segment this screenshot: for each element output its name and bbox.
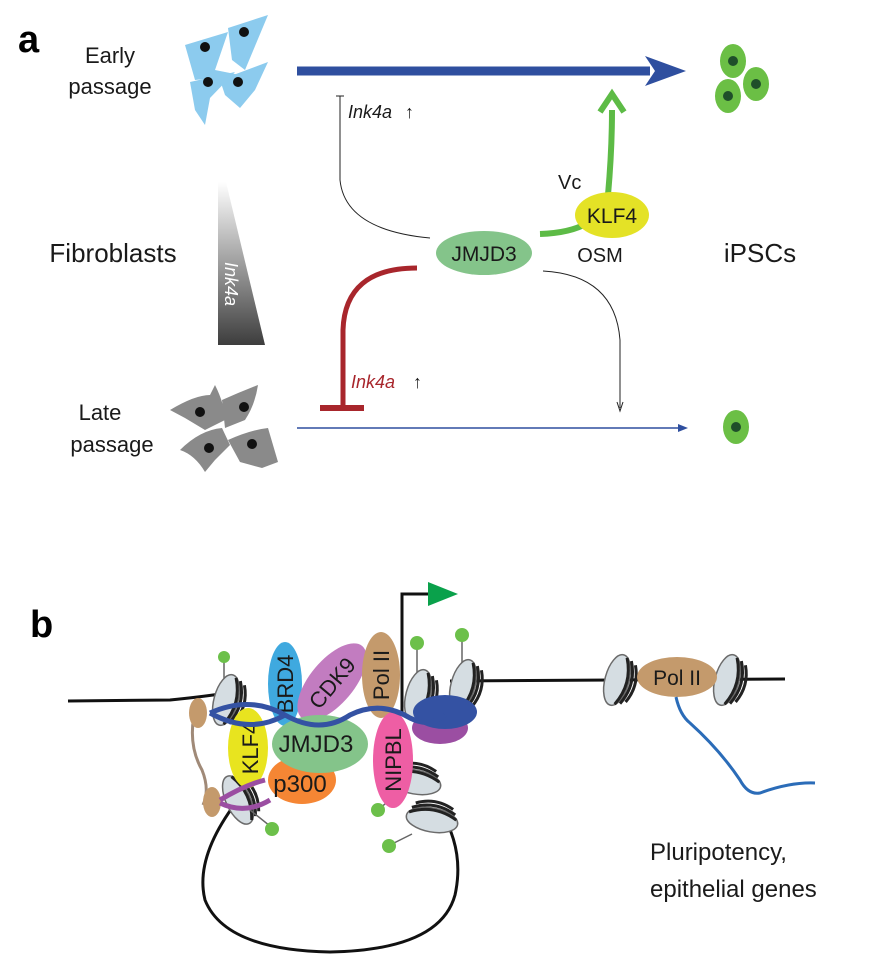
tss-line (400, 592, 430, 715)
panel-b-letter: b (30, 604, 53, 646)
nucleosome-icon (382, 795, 463, 853)
nucleosome-icon (443, 628, 490, 717)
late-passage-label-line2: passage (70, 432, 153, 457)
late-passage-cells-icon (170, 385, 278, 472)
late-passage-label-line1: Late (79, 400, 122, 425)
late-arrow-tip (616, 401, 624, 413)
ink4a-red-label: Ink4a (351, 372, 395, 392)
ipsc-cluster-icon (715, 44, 769, 113)
klf4-arrow-head (597, 88, 627, 114)
nascent-rna-transcript (674, 696, 816, 795)
early-passage-cells-icon (185, 15, 268, 125)
jmjd3-node (436, 231, 532, 275)
fibroblasts-label: Fibroblasts (49, 238, 176, 268)
anchor-protein-top (189, 698, 207, 728)
early-passage-label-line1: Early (85, 43, 135, 68)
purple-link-bottom (218, 797, 272, 811)
nucleosome-icon (398, 636, 445, 727)
klf4-protein (228, 708, 268, 788)
nucleosome-icon (214, 767, 279, 836)
klf4-label: KLF4 (587, 205, 638, 228)
jmjd3-protein-label: JMJD3 (279, 731, 354, 758)
panel-a-letter: a (18, 19, 40, 61)
late-arrow-head (678, 424, 688, 432)
vc-label: Vc (558, 172, 581, 194)
dna-loop (201, 807, 460, 954)
klf4-protein-label: KLF4 (238, 722, 263, 775)
nucleosome-icon (206, 651, 253, 732)
genes-label-line1: Pluripotency, (650, 839, 787, 866)
ipscs-label: iPSCs (724, 238, 796, 268)
ink4a-gradient-wedge (218, 182, 265, 345)
genes-label-line2: epithelial genes (650, 876, 817, 903)
pol2-elongating-protein (637, 657, 717, 697)
cohesin-ring-bottom (208, 710, 287, 727)
klf4-node (575, 192, 649, 238)
cdk9-protein (297, 643, 367, 721)
tss-arrow-head-icon (428, 582, 458, 606)
ink4a-top-label: Ink4a (348, 102, 392, 122)
jmjd3-protein (272, 715, 368, 773)
jmjd3-to-late-arrow (542, 270, 621, 408)
single-ipsc-nucleus (731, 422, 741, 432)
nipbl-protein (373, 712, 413, 808)
early-passage-label-line2: passage (68, 74, 151, 99)
cohesin-ring-top (208, 702, 447, 728)
purple-link-top (218, 777, 266, 803)
ink4a-red-up-arrow: ↑ (413, 372, 422, 392)
nipbl-label: NIPBL (381, 728, 406, 792)
ink4a-gradient-label: Ink4a (221, 262, 241, 306)
early-arrow-head (645, 56, 686, 86)
osm-label: OSM (577, 245, 623, 267)
jmjd3-to-early-line (339, 96, 431, 239)
anchor-protein-bottom (203, 787, 221, 817)
ink4a-top-up-arrow: ↑ (405, 102, 414, 122)
jmjd3-label: JMJD3 (451, 243, 516, 266)
pol2-complex-protein (362, 632, 400, 718)
brd4-label: BRD4 (273, 655, 298, 714)
pol2-elongating-label: Pol II (653, 667, 701, 690)
pol2-complex-label: Pol II (369, 650, 394, 700)
nucleosome-icon (597, 650, 644, 712)
p300-label: p300 (273, 771, 326, 798)
brd4-protein (268, 642, 302, 726)
jmjd3-inhibit-ink4a-line (340, 265, 418, 408)
